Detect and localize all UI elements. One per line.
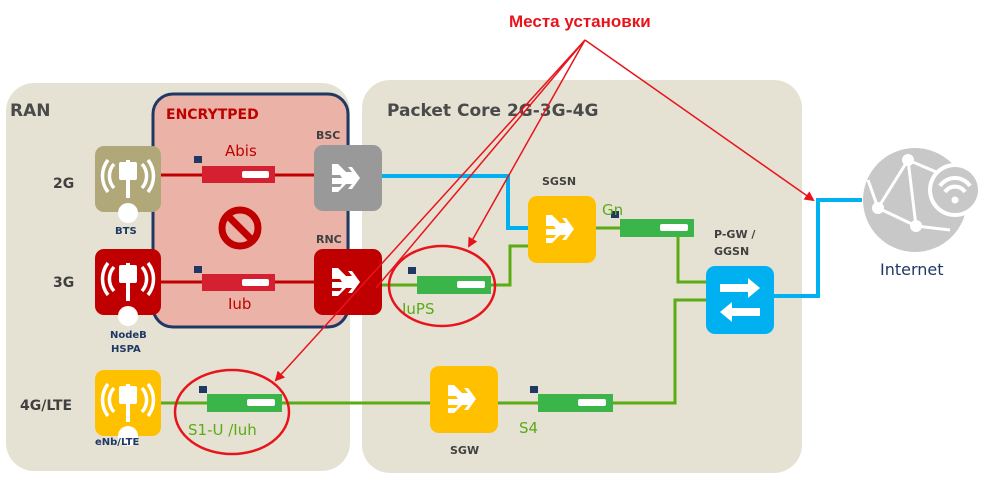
s1u-label: S1-U /Iuh <box>188 421 257 439</box>
pgw-label-line2: GGSN <box>714 245 749 258</box>
abis-label: Abis <box>225 142 257 160</box>
abis-encryptor <box>194 156 275 183</box>
pgw-label-line1: P-GW / <box>714 228 756 241</box>
bts-label: BTS <box>115 226 137 237</box>
iub-encryptor <box>194 266 275 291</box>
pgw-node <box>706 266 774 334</box>
wifi-icon <box>938 176 972 204</box>
iups-encryptor <box>408 267 491 294</box>
ran-title: RAN <box>10 101 50 121</box>
hspa-label: HSPA <box>111 344 141 355</box>
row-label-2g: 2G <box>53 176 74 192</box>
iub-label: Iub <box>228 295 251 313</box>
rnc-node <box>314 249 382 315</box>
enb-node <box>95 370 161 446</box>
s1u-encryptor <box>199 386 282 412</box>
sgw-node <box>430 366 498 433</box>
annotation-title: Места установки <box>509 12 651 31</box>
internet-globe-icon <box>863 148 982 252</box>
encrypted-label: ENCRYTPED <box>166 107 259 123</box>
iups-label: IuPS <box>402 300 435 318</box>
gn-encryptor <box>611 211 694 237</box>
sgw-label: SGW <box>450 444 479 457</box>
rnc-label: RNC <box>316 233 342 246</box>
prohibited-icon <box>218 206 262 250</box>
iups-highlight-circle <box>387 244 497 328</box>
core-title: Packet Core 2G-3G-4G <box>387 101 598 121</box>
enb-label: eNb/LTE <box>95 437 140 448</box>
s4-label: S4 <box>519 419 538 437</box>
internet-link <box>773 198 862 298</box>
row-label-4g: 4G/LTE <box>20 398 72 414</box>
internet-label: Internet <box>880 260 944 279</box>
annotation-arrows <box>274 39 815 382</box>
s4-encryptor <box>530 386 613 412</box>
s1u-highlight-circle <box>173 368 291 456</box>
nodeb-label: NodeB <box>110 330 147 341</box>
nodeb-node <box>95 249 161 326</box>
bsc-sgsn-link <box>382 174 528 230</box>
bts-node <box>95 146 161 223</box>
sgsn-label: SGSN <box>542 175 576 188</box>
bsc-node <box>314 145 382 211</box>
sgsn-node <box>528 196 596 263</box>
row-label-3g: 3G <box>53 275 74 291</box>
gn-label: Gn <box>602 201 623 219</box>
bsc-label: BSC <box>316 129 340 142</box>
